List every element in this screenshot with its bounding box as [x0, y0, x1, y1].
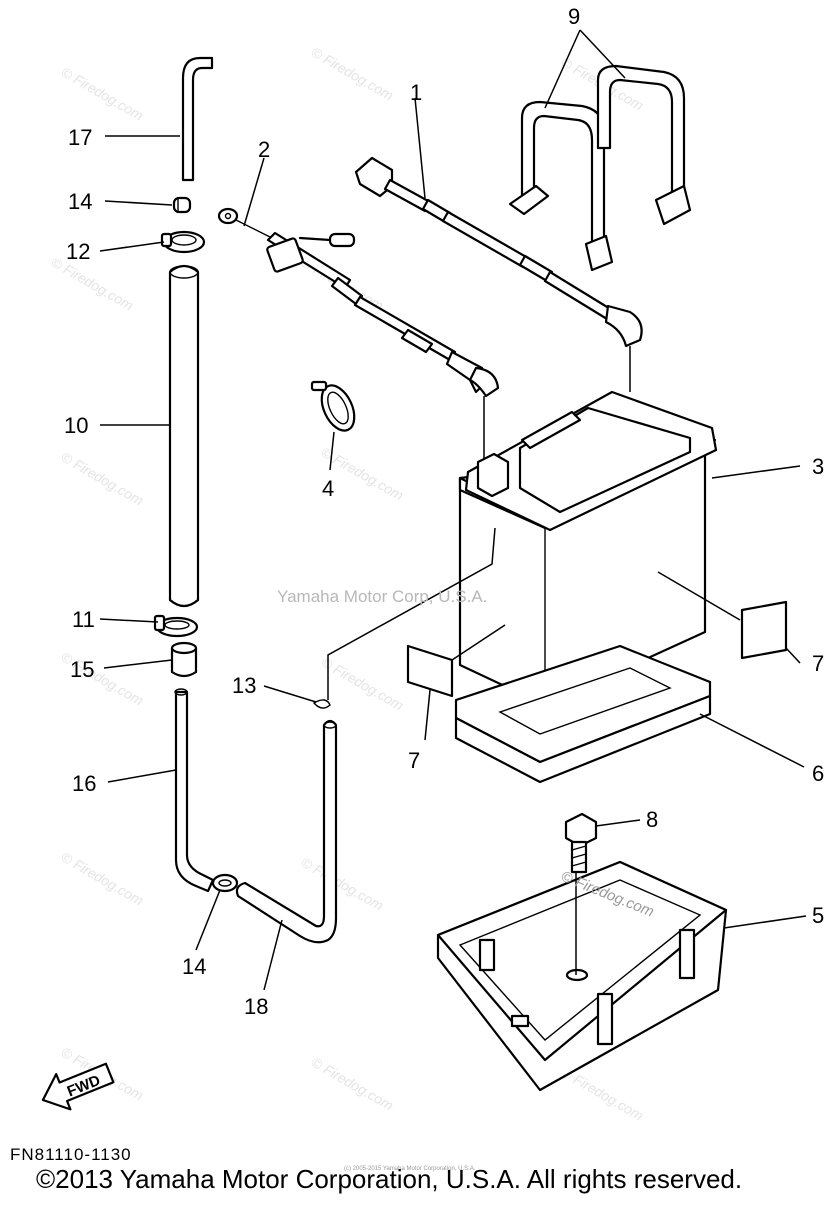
- battery-3: [458, 390, 718, 707]
- tiny-notice: (c) 2005-2015 Yamaha Motor Corporation, …: [344, 1166, 476, 1172]
- leader-lines: [99, 29, 807, 991]
- positive-cable-1: [354, 156, 643, 348]
- clamp-11: [153, 614, 199, 638]
- callout-13: 13: [232, 673, 256, 698]
- pad-7-left: [406, 644, 454, 698]
- pad-7-right: [740, 600, 788, 660]
- clip-14-top: [172, 196, 192, 214]
- callout-18: 18: [244, 994, 268, 1019]
- watermark: © Firedog.com: [309, 1054, 397, 1114]
- callout-1: 1: [410, 80, 422, 105]
- callout-2: 2: [258, 137, 270, 162]
- clamp-12: [160, 230, 206, 254]
- callout-7-left: 7: [408, 748, 420, 773]
- callout-12: 12: [66, 239, 90, 264]
- callout-17: 17: [68, 125, 92, 150]
- watermark: © Firedog.com: [309, 44, 397, 104]
- callout-11: 11: [72, 607, 95, 632]
- cable-band-4: [310, 380, 356, 432]
- callout-10: 10: [64, 413, 88, 438]
- watermark: © Firedog.com: [59, 449, 147, 509]
- watermark: © Firedog.com: [49, 254, 137, 314]
- callout-3: 3: [812, 454, 824, 479]
- hose-18: [235, 719, 338, 944]
- callout-6: 6: [812, 761, 824, 786]
- center-watermark: Yamaha Motor Corp, U.S.A.: [277, 587, 487, 606]
- callout-16: 16: [72, 771, 96, 796]
- watermark: © Firedog.com: [319, 654, 407, 714]
- hose-10: [168, 264, 200, 608]
- callout-8: 8: [646, 807, 658, 832]
- clip-14-bottom: [211, 873, 239, 893]
- joint-15: [170, 641, 198, 678]
- bolt-8: [564, 812, 598, 874]
- callout-14-bottom: 14: [182, 954, 206, 979]
- fwd-label: FWD: [65, 1072, 103, 1101]
- hose-16: [174, 688, 215, 893]
- battery-band-9: [508, 64, 692, 272]
- negative-cable-2: [217, 207, 500, 398]
- watermark: © Firedog.com: [299, 854, 387, 914]
- battery-box-5: [436, 860, 728, 1092]
- figure-code: FN81110-1130: [10, 1145, 132, 1164]
- watermark: © Firedog.com: [59, 849, 147, 909]
- callout-5: 5: [812, 903, 824, 928]
- copyright-notice: ©2013 Yamaha Motor Corporation, U.S.A. A…: [36, 1164, 742, 1194]
- callout-4: 4: [322, 476, 334, 501]
- callout-7-right: 7: [812, 651, 824, 676]
- callout-15: 15: [70, 657, 94, 682]
- watermark: © Firedog.com: [59, 64, 147, 124]
- callout-14-top: 14: [68, 189, 92, 214]
- callout-9: 9: [568, 4, 580, 29]
- callout-numbers: 1 2 3 4 5 6 7 7 8 9 10 11 12 13 14 14 15…: [64, 4, 824, 1019]
- tray-6: [454, 644, 712, 784]
- breather-hose-17: [181, 56, 214, 182]
- clip-13: [312, 699, 331, 709]
